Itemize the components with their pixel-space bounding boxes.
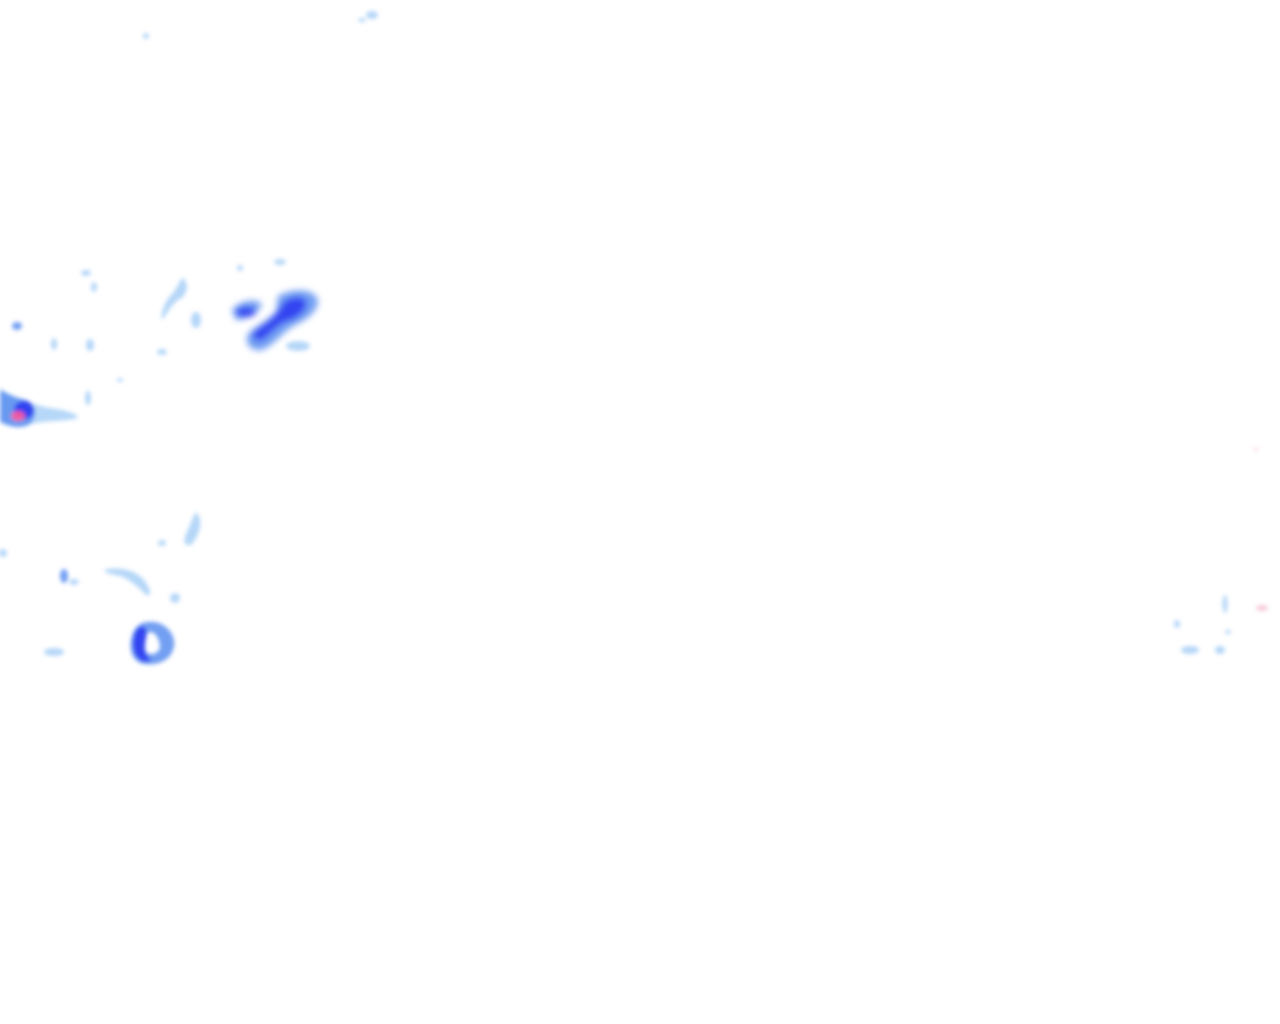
- echo-light: [158, 540, 166, 546]
- echo-light: [0, 549, 7, 557]
- echo-light: [237, 265, 243, 271]
- echo-light: [1174, 620, 1180, 628]
- echo-cell-west-edge: [0, 388, 78, 428]
- echo-light: [286, 341, 310, 351]
- echo-medium: [60, 569, 68, 583]
- echo-cluster-upper-left: [12, 259, 310, 405]
- echo-light: [274, 259, 286, 265]
- echo-medium: [12, 322, 22, 330]
- echo-cluster-south-west: [0, 512, 201, 656]
- echo-light: [184, 512, 201, 546]
- echo-cell-strong-north: [232, 290, 318, 351]
- echo-cell-ring: [130, 621, 175, 665]
- echo-light: [1181, 646, 1199, 654]
- echo-light: [1222, 595, 1228, 613]
- echo-light: [44, 648, 64, 656]
- echo-light: [51, 338, 57, 350]
- echo-light: [161, 278, 187, 320]
- echo-heavy: [253, 297, 307, 341]
- echo-trace: [1256, 605, 1268, 611]
- echo-light: [358, 18, 366, 22]
- echo-light: [366, 11, 378, 19]
- echo-trace: [1254, 447, 1258, 451]
- echo-light: [170, 593, 180, 603]
- echo-light: [85, 391, 91, 405]
- echo-light: [81, 270, 91, 276]
- echo-light: [86, 339, 94, 351]
- echo-heavy: [236, 307, 256, 317]
- echo-light: [117, 378, 123, 382]
- echo-cluster-east: [1174, 447, 1268, 654]
- echo-heavy: [133, 626, 152, 662]
- echo-light: [1215, 646, 1225, 654]
- echo-light: [91, 282, 97, 292]
- echo-light: [69, 579, 79, 585]
- echo-cluster-top: [143, 11, 378, 39]
- echo-light: [143, 33, 149, 39]
- echo-light: [104, 568, 151, 596]
- echo-light: [1225, 630, 1231, 634]
- echo-extreme: [11, 411, 25, 421]
- echo-light: [191, 312, 201, 328]
- echo-light: [157, 349, 167, 355]
